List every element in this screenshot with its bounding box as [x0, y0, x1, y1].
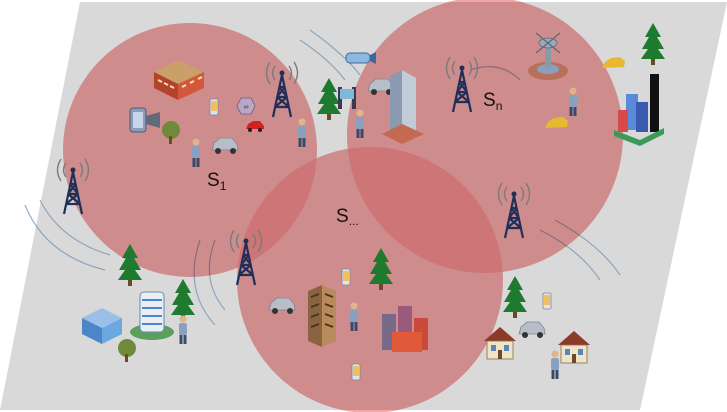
city-skyline-icon [614, 74, 664, 146]
tree-icon [118, 121, 180, 362]
security-camera-icon [345, 52, 376, 64]
office-tower-icon [382, 70, 424, 144]
coverage-circle-s-mid [237, 147, 503, 412]
school-building-icon [154, 60, 204, 100]
cell-label-s1: S1 [207, 170, 227, 193]
cell-label-s-mid: S... [336, 206, 359, 228]
car-icon [246, 121, 264, 132]
smart-watch-icon [129, 107, 160, 133]
gate-icon [338, 87, 356, 109]
cell-label-sn: Sn [483, 90, 502, 113]
hospital-building-icon [82, 308, 122, 344]
apartment-building-icon [130, 291, 174, 340]
car-icon [545, 57, 625, 128]
smartphone-icon [209, 98, 219, 116]
satellite-dish-icon [528, 32, 568, 80]
office-tower-icon [307, 284, 337, 348]
smartphone-icon [341, 268, 351, 286]
svg-text:∞: ∞ [244, 104, 249, 111]
smartphone-icon [351, 363, 361, 381]
smartphone-icon [542, 292, 552, 310]
coverage-circle-s1 [63, 23, 317, 277]
factory-icon [382, 306, 428, 352]
smart-meter-icon: ∞ [236, 97, 256, 115]
